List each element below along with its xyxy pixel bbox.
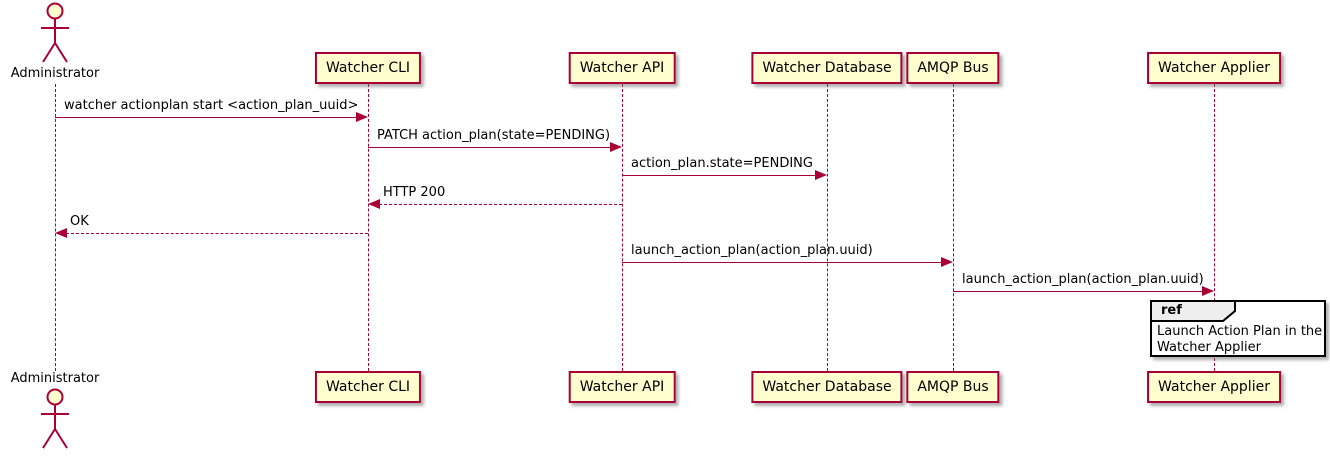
message-line bbox=[368, 147, 611, 148]
message-label: action_plan.state=PENDING bbox=[631, 156, 813, 171]
lifeline-db bbox=[827, 84, 828, 371]
participant-box-amqp-bottom: AMQP Bus bbox=[906, 371, 1000, 403]
lifeline-administrator bbox=[55, 84, 56, 371]
actor-icon-top bbox=[35, 1, 75, 69]
participant-box-amqp-top: AMQP Bus bbox=[906, 52, 1000, 84]
arrowhead-icon bbox=[356, 112, 368, 122]
actor-icon-bottom bbox=[35, 387, 75, 455]
message-line bbox=[953, 291, 1203, 292]
actor-label-top: Administrator bbox=[10, 66, 100, 81]
participant-box-applier-top: Watcher Applier bbox=[1147, 52, 1281, 84]
message-label: launch_action_plan(action_plan.uuid) bbox=[631, 243, 873, 258]
lifeline-api bbox=[622, 84, 623, 371]
arrowhead-icon bbox=[941, 257, 953, 267]
ref-header-shape bbox=[1150, 300, 1238, 327]
arrowhead-icon bbox=[1202, 286, 1214, 296]
arrowhead-icon bbox=[815, 170, 827, 180]
actor-label-bottom: Administrator bbox=[10, 371, 100, 386]
message-line bbox=[379, 204, 622, 205]
message-label: OK bbox=[70, 214, 89, 229]
lifeline-amqp bbox=[953, 84, 954, 371]
message-line bbox=[622, 175, 816, 176]
message-label: watcher actionplan start <action_plan_uu… bbox=[64, 98, 359, 113]
message-line bbox=[622, 262, 942, 263]
participant-box-api-top: Watcher API bbox=[568, 52, 676, 84]
participant-box-applier-bottom: Watcher Applier bbox=[1147, 371, 1281, 403]
participant-box-cli-top: Watcher CLI bbox=[314, 52, 422, 84]
arrowhead-icon bbox=[368, 199, 380, 209]
lifeline-cli bbox=[368, 84, 369, 371]
message-label: launch_action_plan(action_plan.uuid) bbox=[962, 272, 1204, 287]
message-line bbox=[66, 233, 368, 234]
message-label: HTTP 200 bbox=[383, 185, 446, 200]
arrowhead-icon bbox=[610, 142, 622, 152]
message-line bbox=[55, 117, 357, 118]
participant-box-cli-bottom: Watcher CLI bbox=[314, 371, 422, 403]
participant-box-api-bottom: Watcher API bbox=[568, 371, 676, 403]
arrowhead-icon bbox=[55, 228, 67, 238]
lifeline-applier bbox=[1214, 84, 1215, 371]
ref-keyword: ref bbox=[1161, 303, 1182, 318]
message-label: PATCH action_plan(state=PENDING) bbox=[377, 128, 611, 143]
participant-box-db-bottom: Watcher Database bbox=[751, 371, 903, 403]
ref-text: Launch Action Plan in the Watcher Applie… bbox=[1157, 324, 1323, 355]
participant-box-db-top: Watcher Database bbox=[751, 52, 903, 84]
